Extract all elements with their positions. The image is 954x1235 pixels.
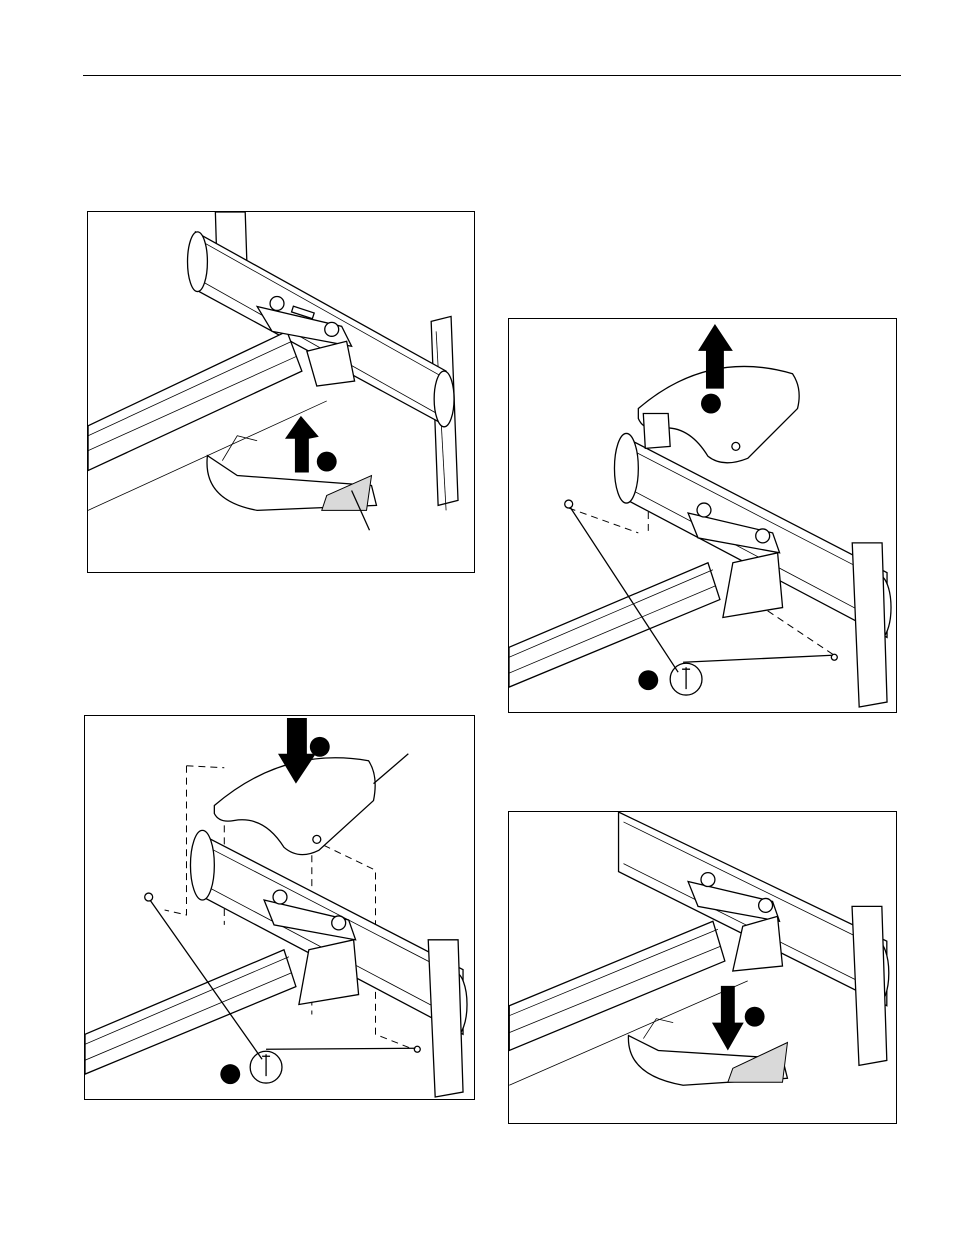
figure-install-upper-cover (84, 715, 475, 1100)
screwdriver-rotate-icon (250, 1051, 282, 1083)
figure-remove-lower-cover (87, 211, 475, 573)
figure-install-lower-cover (508, 811, 897, 1124)
callout-dot-icon (638, 670, 658, 690)
lift-arrow-icon (285, 416, 319, 473)
mount-illustration-1 (88, 212, 474, 572)
callout-dot-icon (701, 394, 721, 414)
mount-illustration-2 (509, 319, 896, 712)
mount-illustration-4 (509, 812, 896, 1123)
callout-dot-icon (317, 452, 337, 472)
callout-dot-icon (745, 1007, 765, 1027)
screwdriver-rotate-icon (670, 663, 702, 695)
mount-illustration-3 (85, 716, 474, 1099)
callout-dot-icon (310, 737, 330, 757)
figure-remove-upper-cover (508, 318, 897, 713)
header-rule (83, 75, 901, 76)
callout-dot-icon (220, 1064, 240, 1084)
lower-arrow-icon (712, 986, 744, 1051)
